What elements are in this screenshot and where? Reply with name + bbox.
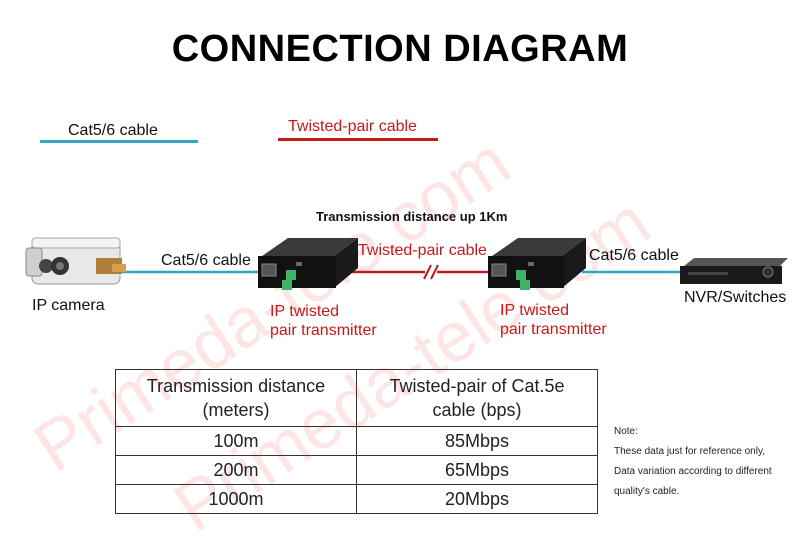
transmitter-left-line2: pair transmitter [270, 322, 377, 339]
header-distance: Transmission distance (meters) [115, 369, 357, 427]
header-speed-line2: cable (bps) [432, 400, 522, 420]
connection-diagram [25, 237, 788, 290]
cable-break-mark-1 [423, 264, 432, 280]
header-distance-line2: (meters) [202, 400, 270, 420]
transmitter-right-icon [488, 238, 586, 290]
transmission-table: Transmission distance (meters) Twisted-p… [115, 369, 598, 514]
legend-cat-line [40, 140, 198, 143]
cable-break-mark-2 [430, 264, 439, 280]
cell-speed: 65Mbps [356, 455, 598, 485]
transmitter-left-icon [258, 238, 358, 290]
note-line2: Data variation according to different [614, 466, 772, 477]
legend-twisted-label: Twisted-pair cable [288, 118, 417, 135]
note-heading: Note: [614, 426, 638, 437]
ip-camera-icon [25, 237, 126, 285]
table-header-row: Transmission distance (meters) Twisted-p… [115, 369, 598, 427]
note: Note: These data just for reference only… [614, 422, 800, 502]
transmitter-left-line1: IP twisted [270, 303, 340, 320]
table-row: 100m 85Mbps [115, 426, 598, 456]
distance-label: Transmission distance up 1Km [316, 209, 508, 224]
note-line1: These data just for reference only, [614, 446, 766, 457]
cell-distance: 200m [115, 455, 357, 485]
table-row: 200m 65Mbps [115, 455, 598, 485]
page-title: CONNECTION DIAGRAM [171, 28, 629, 70]
transmitter-left-label: IP twisted pair transmitter [270, 302, 377, 340]
cable-middle-label: Twisted-pair cable [358, 242, 487, 259]
camera-label: IP camera [32, 297, 105, 314]
nvr-icon [680, 258, 788, 284]
header-speed-line1: Twisted-pair of Cat.5e [389, 376, 565, 396]
legend-cat-label: Cat5/6 cable [68, 122, 158, 139]
nvr-label: NVR/Switches [684, 289, 787, 306]
transmitter-right-line2: pair transmitter [500, 321, 607, 338]
legend-twisted-line [278, 138, 438, 141]
transmitter-right-label: IP twisted pair transmitter [500, 301, 607, 339]
cable-left-label: Cat5/6 cable [161, 252, 251, 269]
transmitter-right-line1: IP twisted [500, 302, 570, 319]
cell-speed: 85Mbps [356, 426, 598, 456]
cell-distance: 100m [115, 426, 357, 456]
header-speed: Twisted-pair of Cat.5e cable (bps) [356, 369, 598, 427]
table-row: 1000m 20Mbps [115, 484, 598, 514]
header-distance-line1: Transmission distance [146, 376, 326, 396]
cable-right-label: Cat5/6 cable [589, 247, 679, 264]
cell-distance: 1000m [115, 484, 357, 514]
cell-speed: 20Mbps [356, 484, 598, 514]
note-line3: quality's cable. [614, 486, 680, 497]
